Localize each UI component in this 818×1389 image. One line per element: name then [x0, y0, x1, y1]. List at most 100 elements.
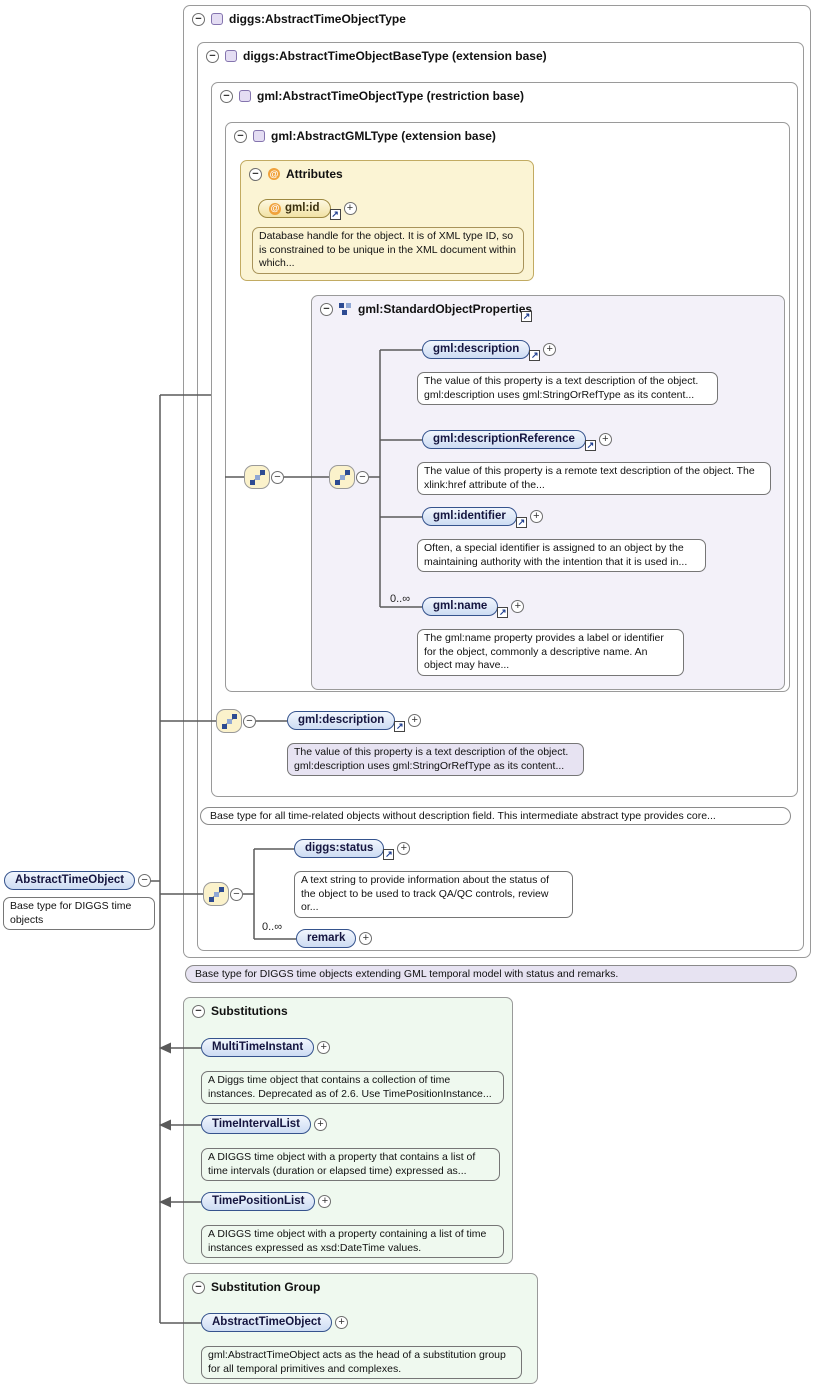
jump-to-definition-icon[interactable]: ↗ [529, 350, 541, 361]
restriction-gml-description-description: The value of this property is a text des… [287, 743, 584, 777]
substitutions-title: Substitutions [211, 1004, 288, 1018]
element-row-time-position-list: TimePositionList + [201, 1192, 332, 1211]
collapse-icon[interactable]: − [192, 12, 205, 26]
multi-time-instant-description: A Diggs time object that contains a coll… [201, 1071, 504, 1105]
expand-icon[interactable]: + [335, 1316, 349, 1329]
expand-icon[interactable]: + [529, 510, 543, 523]
expand-icon[interactable]: + [598, 433, 612, 446]
remark-element[interactable]: remark [296, 929, 357, 948]
gml-identifier-description: Often, a special identifier is assigned … [417, 539, 706, 573]
model-group-icon [339, 302, 351, 315]
substitution-group-header: − Substitution Group [192, 1280, 320, 1294]
abstract-time-object-element[interactable]: AbstractTimeObject [201, 1313, 333, 1332]
gml-description-element[interactable]: gml:description [422, 340, 531, 359]
element-row-substitution-group-head: AbstractTimeObject + [201, 1313, 349, 1332]
expand-icon[interactable]: + [359, 932, 373, 945]
sequence-compositor-icon[interactable] [216, 709, 242, 733]
diggs-status-element[interactable]: diggs:status [294, 839, 385, 858]
sequence-compositor-icon[interactable] [203, 882, 229, 906]
type-title: gml:AbstractGMLType (extension base) [271, 129, 496, 143]
expand-icon[interactable]: + [318, 1195, 332, 1208]
sequence-compositor-icon[interactable] [244, 465, 270, 489]
complex-type-icon [253, 130, 265, 142]
collapse-icon[interactable]: − [243, 715, 256, 728]
attribute-label: gml:id [285, 202, 320, 214]
attribute-row-gml-id: @ gml:id ↗ + [258, 199, 357, 220]
attribute-icon: @ [268, 168, 280, 180]
jump-to-definition-icon[interactable]: ↗ [521, 311, 532, 322]
substitution-group-title: Substitution Group [211, 1280, 321, 1294]
element-row-gml-description: gml:description ↗ + [422, 340, 557, 361]
abstract-time-object-element[interactable]: AbstractTimeObject [4, 871, 136, 890]
expand-icon[interactable]: + [511, 600, 525, 613]
time-position-list-description: A DIGGS time object with a property cont… [201, 1225, 504, 1259]
multi-time-instant-element[interactable]: MultiTimeInstant [201, 1038, 315, 1057]
collapse-icon[interactable]: − [320, 302, 333, 316]
jump-to-definition-icon[interactable]: ↗ [515, 517, 527, 528]
cardinality-label: 0..∞ [390, 593, 411, 605]
gml-name-element[interactable]: gml:name [422, 597, 499, 616]
attribute-icon: @ [269, 202, 281, 215]
jump-to-definition-icon[interactable]: ↗ [497, 607, 509, 618]
attributes-title: Attributes [286, 167, 343, 181]
jump-to-definition-icon[interactable]: ↗ [584, 440, 596, 451]
sequence-compositor-icon[interactable] [329, 465, 355, 489]
expand-icon[interactable]: + [317, 1041, 331, 1054]
collapse-icon[interactable]: − [206, 49, 219, 63]
root-type-annotation: Base type for DIGGS time objects extendi… [185, 965, 797, 983]
substitution-group-head-description: gml:AbstractTimeObject acts as the head … [201, 1346, 522, 1380]
collapse-icon[interactable]: − [271, 471, 284, 484]
element-row-gml-name: gml:name ↗ + [422, 597, 525, 618]
time-position-list-element[interactable]: TimePositionList [201, 1192, 316, 1211]
jump-to-definition-icon[interactable]: ↗ [329, 209, 341, 220]
gml-name-description: The gml:name property provides a label o… [417, 629, 684, 676]
collapse-icon[interactable]: − [138, 874, 152, 887]
diggs-status-description: A text string to provide information abo… [294, 871, 573, 918]
type-box-header: − diggs:AbstractTimeObjectType [192, 12, 406, 26]
attributes-header: − @ Attributes [249, 167, 343, 181]
gml-identifier-element[interactable]: gml:identifier [422, 507, 517, 526]
jump-to-definition-icon[interactable]: ↗ [394, 721, 406, 732]
element-note: Base type for DIGGS time objects [3, 897, 155, 931]
collapse-icon[interactable]: − [234, 129, 247, 143]
element-row-restriction-gml-description: gml:description ↗ + [287, 711, 422, 732]
element-row-gml-identifier: gml:identifier ↗ + [422, 507, 543, 528]
attributes-box: − @ Attributes [240, 160, 534, 281]
gml-description-description: The value of this property is a text des… [417, 372, 718, 406]
collapse-icon[interactable]: − [230, 888, 243, 901]
expand-icon[interactable]: + [543, 343, 557, 356]
collapse-icon[interactable]: − [356, 471, 369, 484]
complex-type-icon [239, 90, 251, 102]
element-row-gml-description-reference: gml:descriptionReference ↗ + [422, 430, 612, 451]
gml-description-reference-description: The value of this property is a remote t… [417, 462, 771, 496]
time-interval-list-element[interactable]: TimeIntervalList [201, 1115, 311, 1134]
type-box-header: − gml:AbstractGMLType (extension base) [234, 129, 496, 143]
type-title: gml:AbstractTimeObjectType (restriction … [257, 89, 524, 103]
type-box-header: − diggs:AbstractTimeObjectBaseType (exte… [206, 49, 547, 63]
expand-icon[interactable]: + [397, 842, 411, 855]
element-row-abstract-time-object: AbstractTimeObject − [4, 871, 152, 890]
expand-icon[interactable]: + [314, 1118, 327, 1131]
cardinality-label: 0..∞ [262, 921, 283, 933]
gml-description-element[interactable]: gml:description [287, 711, 396, 730]
element-row-remark: remark + [296, 929, 373, 948]
gml-description-reference-element[interactable]: gml:descriptionReference [422, 430, 586, 449]
type-title: diggs:AbstractTimeObjectBaseType (extens… [243, 49, 547, 63]
collapse-icon[interactable]: − [220, 89, 233, 103]
complex-type-icon [211, 13, 223, 25]
expand-icon[interactable]: + [343, 202, 357, 215]
gml-id-attribute[interactable]: @ gml:id [258, 199, 331, 218]
expand-icon[interactable]: + [408, 714, 422, 727]
gml-id-description: Database handle for the object. It is of… [252, 227, 524, 274]
element-row-diggs-status: diggs:status ↗ + [294, 839, 411, 860]
base-type-annotation: Base type for all time-related objects w… [200, 807, 791, 825]
element-row-time-interval-list: TimeIntervalList + [201, 1115, 327, 1134]
element-row-multi-time-instant: MultiTimeInstant + [201, 1038, 331, 1057]
collapse-icon[interactable]: − [249, 167, 262, 181]
collapse-icon[interactable]: − [192, 1280, 205, 1294]
type-title: diggs:AbstractTimeObjectType [229, 12, 406, 26]
collapse-icon[interactable]: − [192, 1004, 205, 1018]
type-box-header: − gml:AbstractTimeObjectType (restrictio… [220, 89, 524, 103]
jump-to-definition-icon[interactable]: ↗ [383, 849, 395, 860]
substitutions-header: − Substitutions [192, 1004, 288, 1018]
